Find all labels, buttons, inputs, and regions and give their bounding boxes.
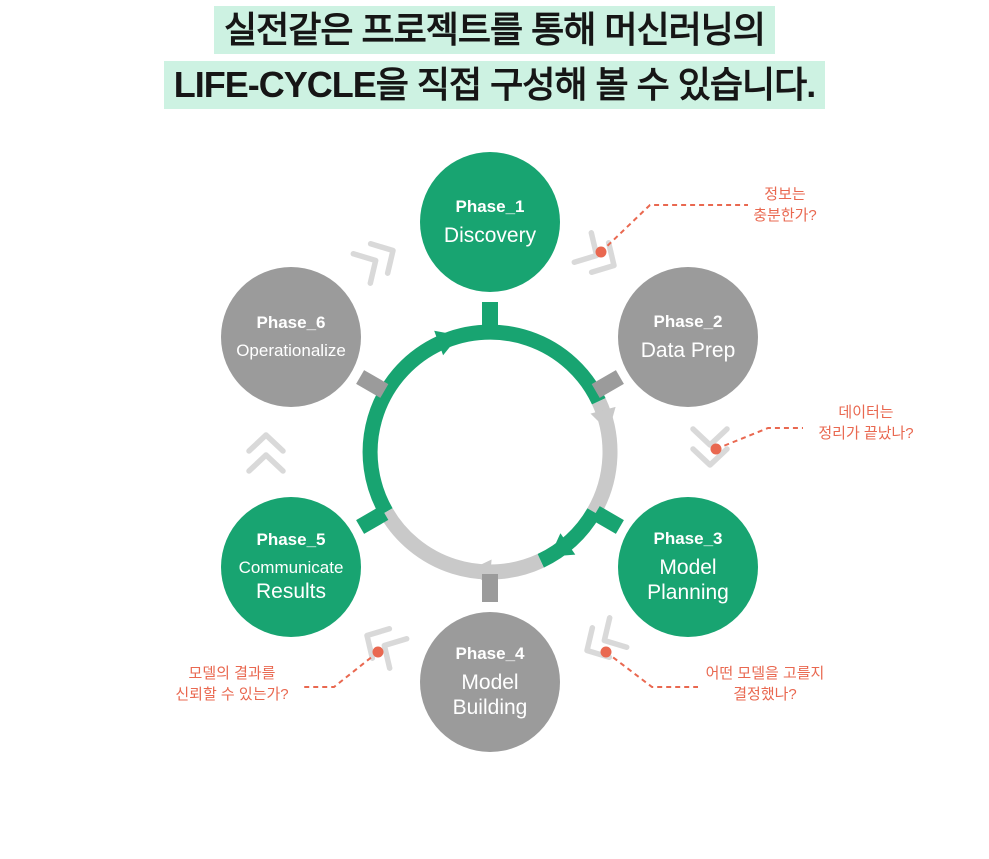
ring-arrowhead-lower-right-icon [549, 533, 576, 557]
phase-circle-model-building: Phase_4 Model Building [420, 612, 560, 752]
phase-circle-model-planning: Phase_3 Model Planning [618, 497, 758, 637]
tick-phase-3 [591, 506, 624, 534]
annotation-line: 신뢰할 수 있는가? [175, 686, 289, 703]
phase-label: Phase_4 [455, 644, 525, 663]
tick-phase-5 [356, 506, 389, 534]
annotation-line: 모델의 결과를 [188, 665, 276, 682]
annotation-info-sufficient: 정보는 충분한가? [710, 184, 860, 226]
chevron-arrow-p2-p3-icon [690, 426, 730, 468]
lifecycle-ring [362, 324, 618, 586]
phase-name: Data Prep [641, 338, 736, 363]
phase-name-line: Building [452, 696, 528, 719]
ring-arrowhead-upper-left-icon [434, 330, 460, 356]
phase-name-line: Operationalize [236, 340, 346, 360]
phase-name: Model Building [453, 670, 528, 720]
phase-name-line: Data Prep [640, 338, 736, 362]
phase-label: Phase_5 [256, 530, 326, 549]
phase-circle-data-prep: Phase_2 Data Prep [618, 267, 758, 407]
callout-dot-3 [600, 646, 612, 658]
callout-line-4 [302, 651, 379, 688]
phase-name-line: Planning [647, 581, 729, 604]
phase-name-line: Model [461, 671, 519, 694]
ring-arc-green-lower-right [537, 508, 601, 568]
page-title: 실전같은 프로젝트를 통해 머신러닝의 LIFE-CYCLE을 직접 구성해 볼… [0, 6, 989, 116]
annotation-line: 충분한가? [753, 207, 817, 224]
phase-name-line: Results [255, 580, 327, 603]
ring-ticks [356, 302, 624, 602]
title-line-2: LIFE-CYCLE을 직접 구성해 볼 수 있습니다. [163, 61, 826, 109]
callout-line-3 [605, 651, 698, 688]
annotation-data-cleaned: 데이터는 정리가 끝났나? [786, 402, 946, 444]
chevron-arrow-p1-p2-icon [571, 230, 617, 275]
phase-label: Phase_3 [653, 529, 723, 548]
phase-name-line: Communicate [238, 558, 344, 577]
phase-name: Operationalize [236, 339, 346, 362]
phase-label: Phase_1 [455, 196, 525, 216]
annotation-line: 정보는 [764, 186, 806, 203]
phase-label: Phase_2 [653, 311, 723, 331]
phase-name: Communicate Results [239, 556, 344, 604]
callout-dot-4 [372, 646, 384, 658]
annotation-connectors [302, 204, 803, 688]
title-line-1: 실전같은 프로젝트를 통해 머신러닝의 [214, 6, 775, 54]
phase-circle-communicate-results: Phase_5 Communicate Results [221, 497, 361, 637]
phase-label: Phase_6 [256, 312, 326, 332]
ring-arc-gray-bottom [379, 508, 544, 580]
callout-dot-2 [710, 443, 722, 455]
chevron-arrow-p3-p4-icon [584, 615, 630, 660]
chevron-arrow-p6-p1-icon [350, 241, 396, 286]
annotation-line: 데이터는 [838, 404, 894, 421]
annotation-line: 결정했나? [733, 686, 797, 703]
title-line-1-wrap: 실전같은 프로젝트를 통해 머신러닝의 [0, 6, 989, 61]
callout-line-1 [600, 204, 748, 253]
annotation-results-trustworthy: 모델의 결과를 신뢰할 수 있는가? [152, 663, 312, 705]
phase-circle-operationalize: Phase_6 Operationalize [221, 267, 361, 407]
tick-phase-2 [591, 370, 624, 398]
annotation-line: 정리가 끝났나? [818, 425, 914, 442]
annotation-line: 어떤 모델을 고를지 [705, 665, 825, 682]
callout-line-2 [715, 427, 803, 450]
title-line-2-wrap: LIFE-CYCLE을 직접 구성해 볼 수 있습니다. [0, 61, 989, 116]
tick-phase-6 [356, 370, 389, 398]
ring-arc-green-left-top [362, 324, 606, 516]
chevron-arrow-p5-p6-icon [246, 432, 286, 474]
phase-name: Discovery [444, 223, 536, 248]
cycle-arrows [246, 230, 730, 671]
phase-name-line: Model [659, 556, 717, 579]
annotation-model-chosen: 어떤 모델을 고를지 결정했나? [685, 663, 845, 705]
chevron-arrow-p4-p5-icon [364, 626, 410, 671]
ring-arrowhead-right-icon [590, 406, 616, 432]
phase-name-line: Discovery [443, 223, 537, 247]
phase-circle-discovery: Phase_1 Discovery [420, 152, 560, 292]
phase-name: Model Planning [647, 555, 729, 605]
callout-dot-1 [595, 246, 607, 258]
